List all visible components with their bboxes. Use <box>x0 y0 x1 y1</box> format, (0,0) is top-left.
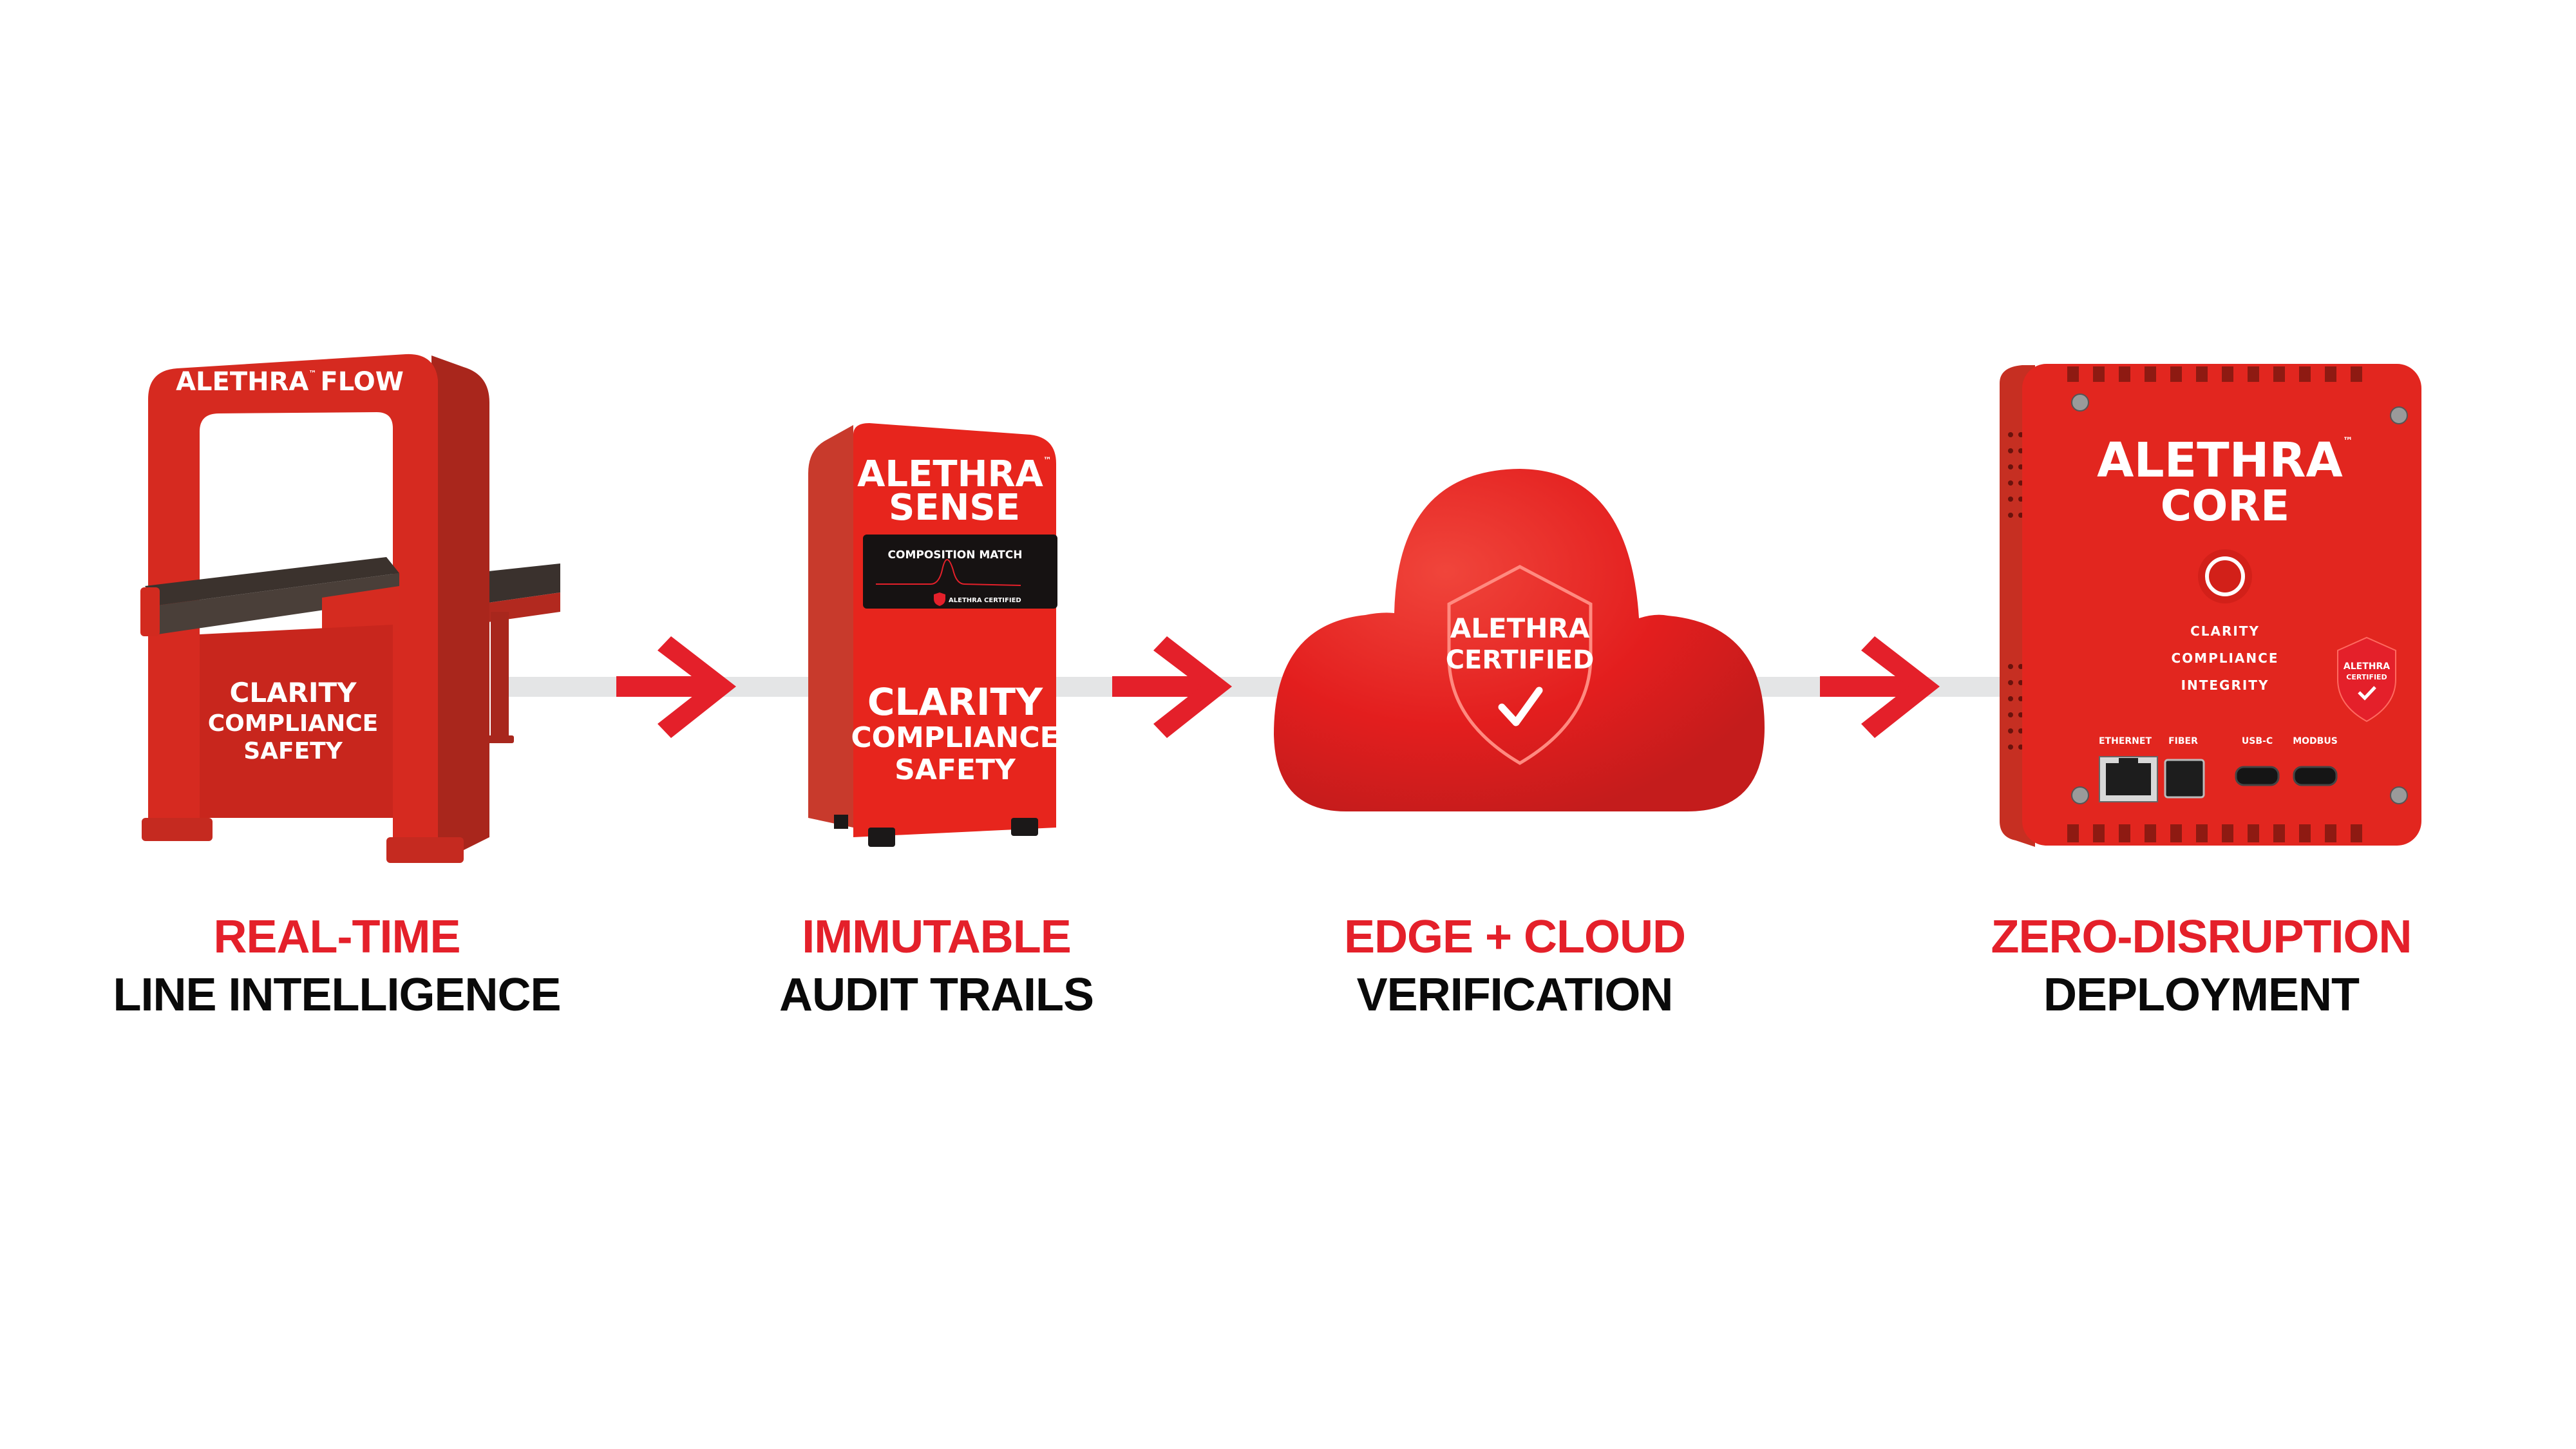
cloud-shape <box>1274 469 1765 811</box>
fiber-port <box>2164 759 2205 799</box>
badge-label-line1: ALETHRA <box>2344 661 2390 672</box>
core-device-label-line2: CORE <box>2161 481 2289 531</box>
arrow-right-icon <box>1820 636 1940 738</box>
port-label-ethernet: ETHERNET <box>2099 736 2152 746</box>
certified-badge-icon <box>2337 636 2396 723</box>
certified-shield-icon <box>934 592 945 606</box>
checkmark-icon <box>1498 687 1543 726</box>
sense-screen <box>863 535 1057 609</box>
screen-certified-label: ALETHRA CERTIFIED <box>949 597 1021 604</box>
shield-label-line1: ALETHRA <box>1450 612 1590 644</box>
port-label-fiber: FIBER <box>2168 736 2198 746</box>
vent-slots <box>2067 366 2362 842</box>
caption-highlight: ZERO-DISRUPTION <box>1991 911 2412 963</box>
flow-panel-line: SAFETY <box>243 738 343 764</box>
flow-foot <box>142 818 213 841</box>
flow-connector-line <box>509 677 2029 697</box>
caption-text: DEPLOYMENT <box>2043 969 2360 1021</box>
flow-panel-line: COMPLIANCE <box>208 710 379 737</box>
arrow-right-icon <box>1112 636 1232 738</box>
step-caption-1: REAL-TIME LINE INTELLIGENCE <box>47 914 627 1018</box>
core-panel-line: CLARITY <box>2190 623 2260 639</box>
core-panel-line: INTEGRITY <box>2181 677 2269 693</box>
arrow-right-icon <box>616 636 736 738</box>
flow-panel-line: CLARITY <box>229 677 357 708</box>
usbc-port <box>2235 766 2280 786</box>
alethra-sense-device: ALETHRA™ SENSE COMPOSITION MATCH ALETHRA… <box>808 423 1059 847</box>
step-caption-2: IMMUTABLE AUDIT TRAILS <box>647 914 1226 1018</box>
sense-device-label-line1: ALETHRA™ <box>857 453 1052 495</box>
checkmark-icon <box>2358 686 2376 701</box>
core-panel-line: COMPLIANCE <box>2172 650 2279 666</box>
step-caption-3: EDGE + CLOUD VERIFICATION <box>1225 914 1804 1018</box>
power-ring-icon <box>2205 556 2245 596</box>
core-body <box>2022 364 2421 846</box>
sense-body <box>853 423 1056 837</box>
conveyor-leg <box>491 612 509 741</box>
caption-highlight: REAL-TIME <box>213 911 461 963</box>
port-label-modbus: MODBUS <box>2293 736 2338 746</box>
conveyor-belt-back <box>470 564 560 605</box>
flow-lower-panel <box>200 625 393 818</box>
caption-highlight: EDGE + CLOUD <box>1343 911 1686 963</box>
sense-panel-line: CLARITY <box>867 680 1043 724</box>
sense-panel-line: COMPLIANCE <box>851 721 1059 754</box>
alethra-core-device: ALETHRA™ CORE CLARITY COMPLIANCE INTEGRI… <box>2000 364 2421 847</box>
certified-shield-icon <box>1447 565 1593 765</box>
sense-device-label-line2: SENSE <box>889 487 1020 529</box>
composition-peak-graph <box>876 559 1021 586</box>
sense-foot <box>868 828 895 847</box>
port-label-usbc: USB-C <box>2242 736 2273 746</box>
flow-arch <box>148 354 438 857</box>
screw-icons <box>2071 393 2408 804</box>
edge-cloud-device: ALETHRA CERTIFIED <box>1274 469 1765 811</box>
modbus-port <box>2293 766 2338 786</box>
caption-text: LINE INTELLIGENCE <box>113 969 561 1021</box>
core-device-label-line1: ALETHRA™ <box>2097 433 2353 488</box>
sense-foot <box>1011 818 1038 836</box>
flow-light-bar <box>240 420 354 434</box>
step-caption-4: ZERO-DISRUPTION DEPLOYMENT <box>1911 914 2491 1018</box>
badge-label-line2: CERTIFIED <box>2346 673 2387 681</box>
caption-text: AUDIT TRAILS <box>779 969 1094 1021</box>
caption-highlight: IMMUTABLE <box>802 911 1072 963</box>
screen-title: COMPOSITION MATCH <box>888 549 1023 562</box>
sense-panel-line: SAFETY <box>895 753 1016 786</box>
flow-foot <box>386 837 464 863</box>
caption-text: VERIFICATION <box>1356 969 1674 1021</box>
shield-label-line2: CERTIFIED <box>1446 645 1595 675</box>
conveyor-belt <box>145 557 399 605</box>
